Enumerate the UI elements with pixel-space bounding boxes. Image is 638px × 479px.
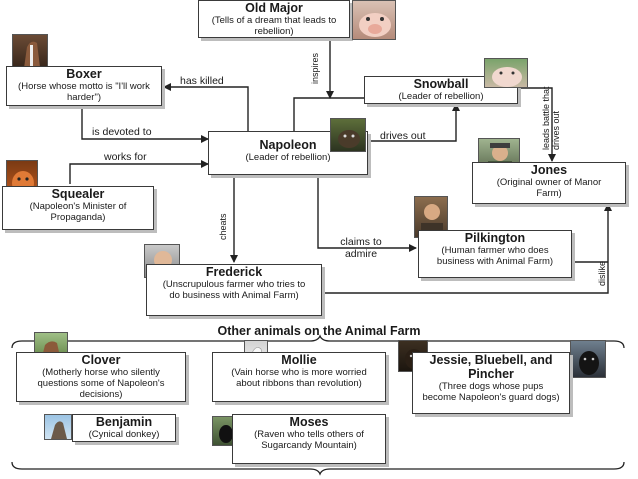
- dog-picture: [570, 340, 606, 378]
- node-boxer: Boxer (Horse whose motto is "I'll work h…: [6, 66, 162, 106]
- old-major-name: Old Major: [245, 1, 303, 15]
- label-claims-to-admire: claims to admire: [340, 236, 382, 260]
- mollie-desc: (Vain horse who is more worried about ri…: [231, 367, 367, 389]
- arrow-works-for: [69, 160, 209, 184]
- dogs-desc: (Three dogs whose pups become Napoleon's…: [422, 381, 560, 403]
- label-inspires: inspires: [310, 52, 320, 84]
- node-dogs: Jessie, Bluebell, and Pincher (Three dog…: [412, 352, 570, 414]
- frederick-desc: (Unscrupulous farmer who tries to do bus…: [162, 279, 306, 301]
- arrow-has-killed: [163, 83, 249, 131]
- label-is-devoted-to: is devoted to: [92, 126, 152, 138]
- snowball-name: Snowball: [413, 77, 469, 91]
- pig-picture: [352, 0, 396, 40]
- moses-desc: (Raven who tells others of Sugarcandy Mo…: [254, 429, 364, 451]
- label-works-for: works for: [104, 151, 147, 163]
- label-dislike: dislike: [597, 260, 607, 286]
- node-frederick: Frederick (Unscrupulous farmer who tries…: [146, 264, 322, 316]
- node-clover: Clover (Motherly horse who silently ques…: [16, 352, 186, 402]
- arrow-leads-battle: [518, 87, 556, 162]
- jones-name: Jones: [530, 163, 568, 177]
- node-benjamin: Benjamin (Cynical donkey): [72, 414, 176, 442]
- squealer-name: Squealer: [51, 187, 105, 201]
- donkey-picture: [44, 414, 72, 440]
- pig-picture: [484, 58, 528, 88]
- other-animals-title: Other animals on the Animal Farm: [217, 324, 421, 338]
- boxer-name: Boxer: [66, 67, 102, 81]
- label-drives-out: drives out: [380, 130, 426, 142]
- pilkington-name: Pilkington: [464, 231, 526, 245]
- boxer-desc: (Horse whose motto is "I'll work harder"…: [18, 81, 150, 103]
- jones-desc: (Original owner of Manor Farm): [496, 177, 602, 199]
- snowball-desc: (Leader of rebellion): [398, 91, 484, 102]
- label-cheats: cheats: [218, 213, 228, 240]
- node-moses: Moses (Raven who tells others of Sugarca…: [232, 414, 386, 464]
- arrow-is-devoted-to: [81, 106, 209, 143]
- benjamin-desc: (Cynical donkey): [88, 429, 160, 440]
- squealer-desc: (Napoleon's Minister of Propaganda): [29, 201, 127, 223]
- brace-bottom: [11, 461, 625, 476]
- pilkington-desc: (Human farmer who does business with Ani…: [436, 245, 554, 267]
- napoleon-name: Napoleon: [259, 138, 317, 152]
- line-snowball-napoleon: [293, 97, 364, 131]
- arrow-claims-to-admire: [314, 169, 417, 252]
- arrow-dislike: [324, 203, 612, 294]
- node-squealer: Squealer (Napoleon's Minister of Propaga…: [2, 186, 154, 230]
- brace-top: [11, 334, 625, 349]
- label-leads-battle: leads battle that drives out: [541, 86, 561, 150]
- pig-picture: [330, 118, 366, 152]
- clover-desc: (Motherly horse who silently questions s…: [37, 367, 165, 400]
- arrow-drives-out: [368, 103, 460, 142]
- old-major-desc: (Tells of a dream that leads to rebellio…: [211, 15, 337, 37]
- node-mollie: Mollie (Vain horse who is more worried a…: [212, 352, 386, 402]
- mollie-name: Mollie: [281, 353, 317, 367]
- frederick-name: Frederick: [205, 265, 263, 279]
- moses-name: Moses: [289, 415, 329, 429]
- label-has-killed: has killed: [180, 75, 224, 87]
- benjamin-name: Benjamin: [95, 415, 153, 429]
- node-jones: Jones (Original owner of Manor Farm): [472, 162, 626, 204]
- dogs-name: Jessie, Bluebell, and Pincher: [429, 353, 553, 381]
- node-pilkington: Pilkington (Human farmer who does busine…: [418, 230, 572, 278]
- clover-name: Clover: [81, 353, 121, 367]
- napoleon-desc: (Leader of rebellion): [245, 152, 331, 163]
- node-old-major: Old Major (Tells of a dream that leads t…: [198, 0, 350, 38]
